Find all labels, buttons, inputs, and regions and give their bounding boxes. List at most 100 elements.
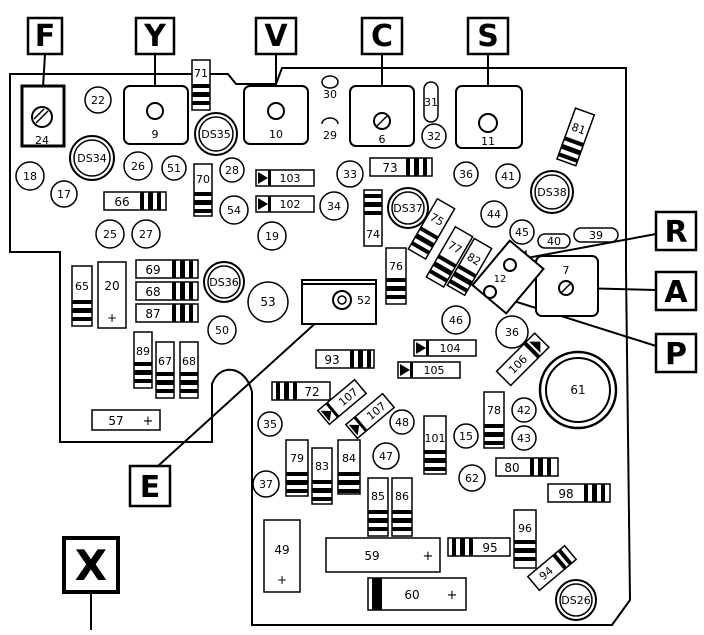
svg-text:DS35: DS35 <box>201 128 230 141</box>
svg-text:40: 40 <box>547 235 561 248</box>
svg-text:68: 68 <box>145 285 160 299</box>
resistor-102: 102 <box>255 195 315 213</box>
resistor-82: 82 <box>446 237 493 297</box>
resistor-89: 89 <box>133 331 153 389</box>
svg-text:45: 45 <box>515 226 529 239</box>
component-34: 34 <box>319 191 349 221</box>
callout-s: S <box>466 16 510 110</box>
resistor-80: 80 <box>495 457 559 477</box>
resistor-101: 101 <box>423 415 447 475</box>
component-43: 43 <box>511 425 537 451</box>
svg-text:83: 83 <box>315 460 329 473</box>
resistor-68-horizontal: 68 <box>135 281 199 301</box>
adjuster-11[interactable]: 11 <box>455 85 523 149</box>
adjuster-7[interactable]: 7 <box>535 255 599 317</box>
svg-text:S: S <box>477 19 499 54</box>
adjuster-10[interactable]: 10 <box>243 85 309 145</box>
component-46: 46 <box>441 305 471 335</box>
svg-text:+: + <box>143 414 154 429</box>
svg-text:52: 52 <box>357 294 371 307</box>
svg-text:81: 81 <box>570 120 588 137</box>
svg-text:29: 29 <box>323 129 337 142</box>
svg-text:26: 26 <box>131 160 145 173</box>
component-42: 42 <box>511 397 537 423</box>
svg-text:47: 47 <box>379 450 393 463</box>
svg-text:96: 96 <box>518 522 532 535</box>
svg-text:59: 59 <box>364 549 379 563</box>
svg-text:19: 19 <box>265 230 279 243</box>
svg-text:50: 50 <box>215 324 229 337</box>
svg-text:98: 98 <box>558 487 573 501</box>
component-45: 45 <box>509 219 535 245</box>
svg-text:35: 35 <box>263 418 277 431</box>
component-53: 53 <box>247 281 289 323</box>
component-32: 32 <box>421 123 447 149</box>
component-25: 25 <box>95 219 125 249</box>
resistor-96: 96 <box>513 509 537 569</box>
component-36-mid: 36 <box>495 315 529 349</box>
callout-e: E <box>128 307 333 508</box>
svg-text:30: 30 <box>323 88 337 101</box>
svg-text:77: 77 <box>445 239 464 257</box>
svg-text:18: 18 <box>23 170 37 183</box>
component-29: 29 <box>321 117 339 142</box>
resistor-86: 86 <box>391 477 413 537</box>
resistor-94: 94 <box>526 544 578 592</box>
svg-text:72: 72 <box>304 385 319 399</box>
resistor-65: 65 <box>71 265 93 327</box>
svg-text:103: 103 <box>280 172 301 185</box>
svg-text:78: 78 <box>487 404 501 417</box>
svg-text:V: V <box>264 19 288 54</box>
svg-text:P: P <box>665 337 687 372</box>
resistor-107-right: 107 <box>344 392 396 440</box>
svg-text:86: 86 <box>395 490 409 503</box>
callout-p: P <box>494 291 698 374</box>
lamp-ds26: DS26 <box>555 579 597 621</box>
component-33: 33 <box>336 160 364 188</box>
svg-text:32: 32 <box>427 130 441 143</box>
resistor-75: 75 <box>407 197 456 261</box>
svg-text:75: 75 <box>427 211 446 229</box>
svg-text:49: 49 <box>274 543 289 557</box>
component-50: 50 <box>207 315 237 345</box>
svg-text:65: 65 <box>75 280 89 293</box>
resistor-87: 87 <box>135 303 199 323</box>
svg-text:67: 67 <box>158 355 172 368</box>
adjuster-24[interactable]: 24 <box>20 84 66 148</box>
resistor-104: 104 <box>413 339 477 357</box>
svg-text:17: 17 <box>57 188 71 201</box>
component-30: 30 <box>321 75 339 101</box>
adjuster-9[interactable]: 9 <box>123 85 189 145</box>
callout-c: C <box>360 16 404 118</box>
component-40: 40 <box>537 233 571 249</box>
resistor-71: 71 <box>191 59 211 111</box>
svg-text:89: 89 <box>136 345 150 358</box>
svg-text:43: 43 <box>517 432 531 445</box>
svg-text:15: 15 <box>459 430 473 443</box>
svg-text:44: 44 <box>487 208 501 221</box>
svg-text:20: 20 <box>104 279 119 293</box>
resistor-95: 95 <box>447 537 511 557</box>
svg-text:87: 87 <box>145 307 160 321</box>
svg-text:DS36: DS36 <box>209 276 238 289</box>
component-31: 31 <box>423 81 439 123</box>
board-outline <box>9 67 632 626</box>
svg-text:E: E <box>140 470 161 505</box>
adjuster-52[interactable]: 52 <box>301 279 377 325</box>
svg-text:42: 42 <box>517 404 531 417</box>
svg-text:DS38: DS38 <box>537 186 566 199</box>
adjuster-6[interactable]: 6 <box>349 85 415 147</box>
capacitor-20: 20 + <box>97 261 127 329</box>
adjuster-12[interactable]: 12 <box>471 239 545 315</box>
svg-text:DS37: DS37 <box>393 202 422 215</box>
component-28: 28 <box>219 157 245 183</box>
svg-text:82: 82 <box>464 250 483 268</box>
svg-text:46: 46 <box>449 314 463 327</box>
svg-text:+: + <box>447 588 458 603</box>
component-36-top: 36 <box>453 161 479 187</box>
resistor-83: 83 <box>311 447 333 505</box>
resistor-85: 85 <box>367 477 389 537</box>
component-62: 62 <box>458 464 486 492</box>
callout-x: X <box>62 536 120 630</box>
svg-text:79: 79 <box>290 452 304 465</box>
